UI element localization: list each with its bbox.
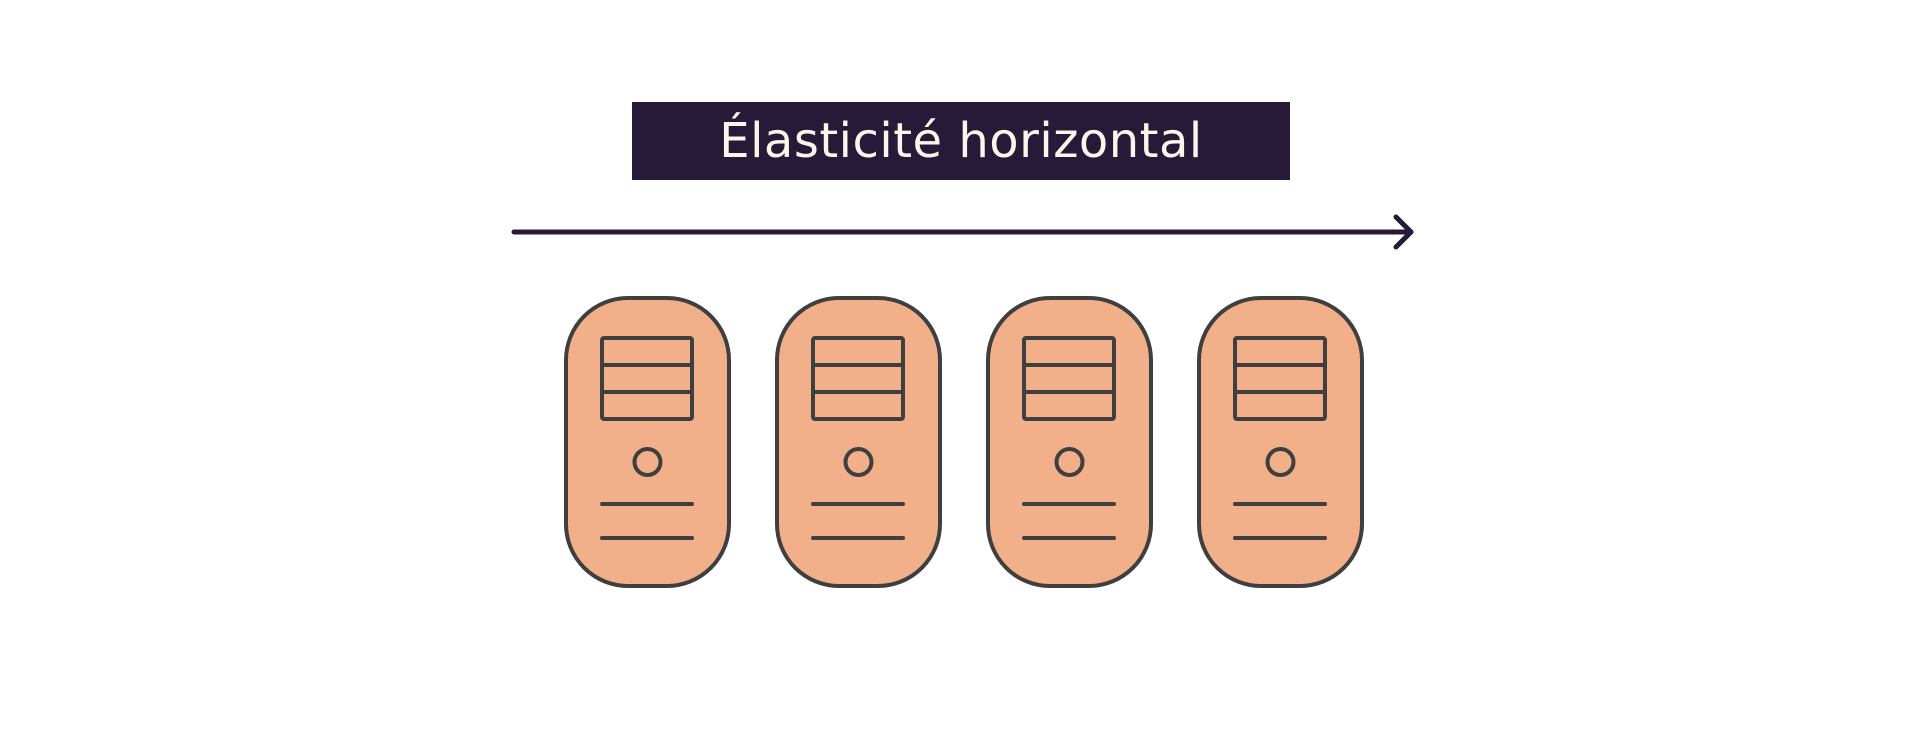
- power-button: [632, 447, 663, 477]
- diagram-title: Élasticité horizontal: [719, 113, 1203, 169]
- drive-bay: [600, 336, 694, 421]
- arrow-head: [1393, 214, 1414, 250]
- title-banner: Élasticité horizontal: [632, 102, 1290, 180]
- drive-bay: [811, 336, 905, 421]
- server-icon: [564, 296, 731, 588]
- drive-bay: [1022, 336, 1116, 421]
- power-button: [1265, 447, 1296, 477]
- server-body: [1197, 296, 1364, 588]
- server-body: [986, 296, 1153, 588]
- drive-bay: [1233, 336, 1327, 421]
- power-button: [1054, 447, 1085, 477]
- server-group: [564, 296, 1364, 588]
- server-body: [564, 296, 731, 588]
- power-button: [843, 447, 874, 477]
- server-icon: [1197, 296, 1364, 588]
- server-icon: [775, 296, 942, 588]
- server-body: [775, 296, 942, 588]
- scale-arrow-icon: [511, 214, 1414, 250]
- server-icon: [986, 296, 1153, 588]
